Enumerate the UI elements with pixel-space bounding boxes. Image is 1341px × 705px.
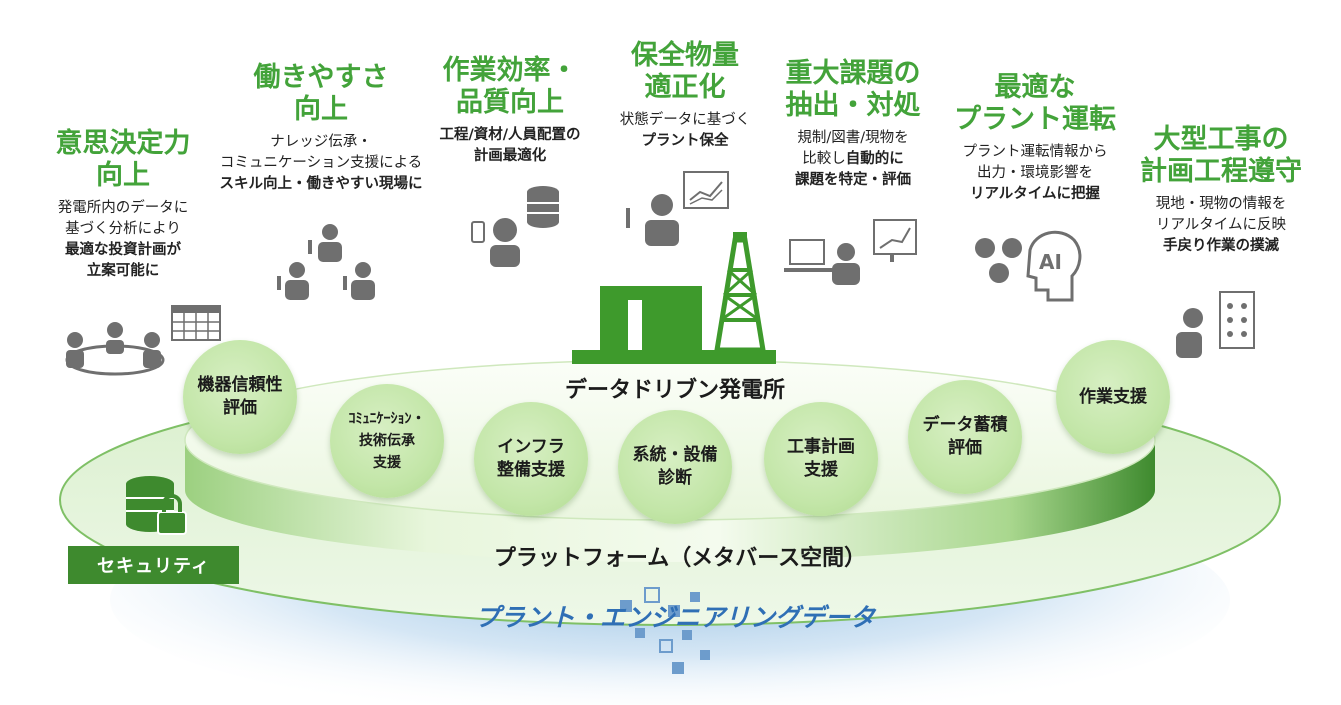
service-reliability: 機器信頼性 評価 (183, 340, 297, 454)
benefit-desc-bold: リアルタイムに把握 (969, 186, 1101, 202)
benefit-desc-bold: プラント保全 (641, 133, 729, 149)
benefit-heading: 品質向上 (456, 87, 564, 118)
power-plant-icon (572, 232, 776, 364)
benefit-desc: 状態データに基づく (619, 112, 751, 128)
service-communication: ｺﾐｭﾆｹｰｼｮﾝ・ 技術伝承 支援 (330, 384, 444, 498)
benefit-heading: 意思決定力 (55, 128, 191, 159)
benefit-desc: 規制/図書/現物を (797, 130, 909, 146)
benefit-desc-bold: 計画最適化 (473, 148, 547, 164)
benefit-desc: 発電所内のデータに (57, 200, 189, 216)
benefit-efficiency: 作業効率・品質向上 工程/資材/人員配置の 計画最適化 (410, 55, 610, 167)
benefit-desc: 出力・環境影響を (977, 165, 1093, 181)
center-label: データドリブン発電所 (564, 378, 785, 403)
benefit-work-ease: 働きやすさ向上 ナレッジ伝承・ コミュニケーション支援による スキル向上・働きや… (196, 62, 446, 195)
service-data-storage: データ蓄積 評価 (908, 380, 1022, 494)
benefit-heading: 計画工程遵守 (1140, 156, 1302, 187)
service-label: 作業支援 (1079, 386, 1147, 407)
benefit-desc-bold: 手戻り作業の撲滅 (1163, 238, 1279, 254)
service-label: 系統・設備 診断 (632, 445, 718, 488)
benefit-desc: 基づく分析により (65, 221, 181, 237)
benefit-desc: 比較し (802, 151, 846, 167)
benefit-desc-bold: 工程/資材/人員配置の (439, 127, 581, 143)
benefit-heading: 最適な (994, 72, 1076, 103)
service-label: ｺﾐｭﾆｹｰｼｮﾝ・ 技術伝承 支援 (348, 411, 426, 471)
benefit-desc-bold: 自動的に (845, 151, 904, 167)
ai-label: AI (1039, 250, 1062, 274)
benefit-decision: 意思決定力向上 発電所内のデータに 基づく分析により 最適な投資計画が 立案可能… (28, 128, 218, 282)
service-label: 機器信頼性 評価 (197, 375, 283, 418)
service-label: 工事計画 支援 (787, 437, 855, 480)
benefit-heading: 適正化 (644, 72, 726, 103)
meeting-group-icon (65, 322, 165, 376)
benefit-maintenance: 保全物量適正化 状態データに基づく プラント保全 (600, 40, 770, 152)
security-badge: セキュリティ (68, 546, 239, 584)
service-label: データ蓄積 評価 (922, 415, 1008, 458)
benefit-desc: 現地・現物の情報を (1155, 196, 1287, 212)
spreadsheet-icon (171, 305, 221, 341)
secure-database-icon (126, 476, 187, 535)
benefit-desc: ナレッジ伝承・ (270, 134, 372, 150)
benefit-desc: リアルタイムに反映 (1155, 217, 1287, 233)
benefit-issues: 重大課題の抽出・対処 規制/図書/現物を 比較し自動的に 課題を特定・評価 (768, 58, 938, 191)
worker-panel-icon (1176, 291, 1255, 358)
benefit-desc-bold: 最適な投資計画が (65, 242, 181, 258)
benefit-desc: プラント運転情報から (962, 144, 1108, 160)
benefit-desc-bold: 立案可能に (86, 263, 160, 279)
service-infra: インフラ 整備支援 (474, 402, 588, 516)
benefit-heading: 大型工事の (1153, 124, 1289, 155)
service-label: インフラ 整備支援 (497, 437, 565, 480)
worker-database-icon (471, 186, 559, 267)
data-label: プラント・エンジニアリングデータ (474, 603, 875, 632)
benefit-desc: コミュニケーション支援による (219, 155, 423, 171)
benefit-heading: 抽出・対処 (785, 90, 921, 121)
service-construction-plan: 工事計画 支援 (764, 402, 878, 516)
platform-label: プラットフォーム（メタバース空間） (493, 546, 867, 571)
ai-head-icon (975, 230, 1082, 302)
benefit-heading: 向上 (96, 160, 150, 191)
benefit-heading: 働きやすさ (253, 62, 389, 93)
service-work-support: 作業支援 (1056, 340, 1170, 454)
benefit-heading: 重大課題の (785, 58, 921, 89)
benefit-heading: 保全物量 (631, 40, 739, 71)
benefit-heading: 作業効率・ (442, 55, 578, 86)
data-blocks-icon (620, 587, 710, 674)
service-diagnosis: 系統・設備 診断 (618, 410, 732, 524)
benefit-desc-bold: スキル向上・働きやすい現場に (219, 176, 423, 192)
benefit-heading: プラント運転 (954, 104, 1116, 135)
worker-chart-icon (626, 171, 729, 246)
operator-desk-icon (784, 219, 917, 285)
benefit-desc-bold: 課題を特定・評価 (795, 172, 911, 188)
workers-group-icon (277, 224, 375, 300)
benefit-heading: 向上 (294, 94, 348, 125)
benefit-operation: 最適なプラント運転 プラント運転情報から 出力・環境影響を リアルタイムに把握 (940, 72, 1130, 205)
benefit-construction: 大型工事の計画工程遵守 現地・現物の情報を リアルタイムに反映 手戻り作業の撲滅 (1126, 124, 1316, 257)
